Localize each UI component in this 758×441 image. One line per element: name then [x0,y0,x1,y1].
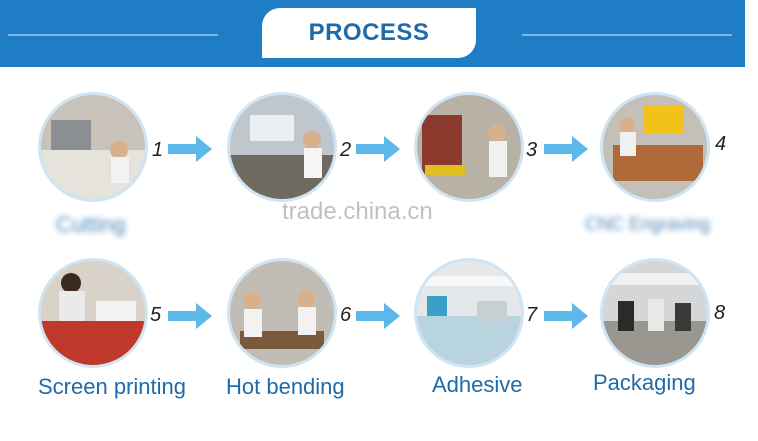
step-7-photo [414,258,524,368]
step-8-label: Packaging [593,370,696,395]
step-3-photo [414,92,524,202]
step-1-photo [38,92,148,202]
arrow-right-icon [356,303,400,329]
step-4-label: CNC Engraving [585,214,711,234]
step-6-label: Hot bending [226,374,345,399]
watermark: trade.china.cn [282,198,433,225]
step-8-number: 8 [714,302,726,324]
step-3-number: 3 [526,139,538,161]
step-5-label: Screen printing [38,374,186,399]
step-4-photo [600,92,710,202]
step-7-label: Adhesive [432,372,523,397]
step-7-number: 7 [526,304,538,326]
step-8-photo [600,258,710,368]
step-5-number: 5 [150,304,162,326]
step-6-photo [227,258,337,368]
step-5-photo [38,258,148,368]
banner-divider-left [8,34,218,36]
arrow-right-icon [356,136,400,162]
step-1-label: Cutting [56,212,126,237]
step-2-photo [227,92,337,202]
page-title: PROCESS [308,19,430,46]
arrow-right-icon [168,303,212,329]
step-1-number: 1 [152,139,164,161]
arrow-right-icon [168,136,212,162]
banner-divider-right [522,34,732,36]
header-tab: PROCESS [262,8,476,58]
step-6-number: 6 [340,304,352,326]
arrow-right-icon [544,136,588,162]
step-2-number: 2 [340,139,352,161]
arrow-right-icon [544,303,588,329]
step-4-number: 4 [715,133,727,155]
